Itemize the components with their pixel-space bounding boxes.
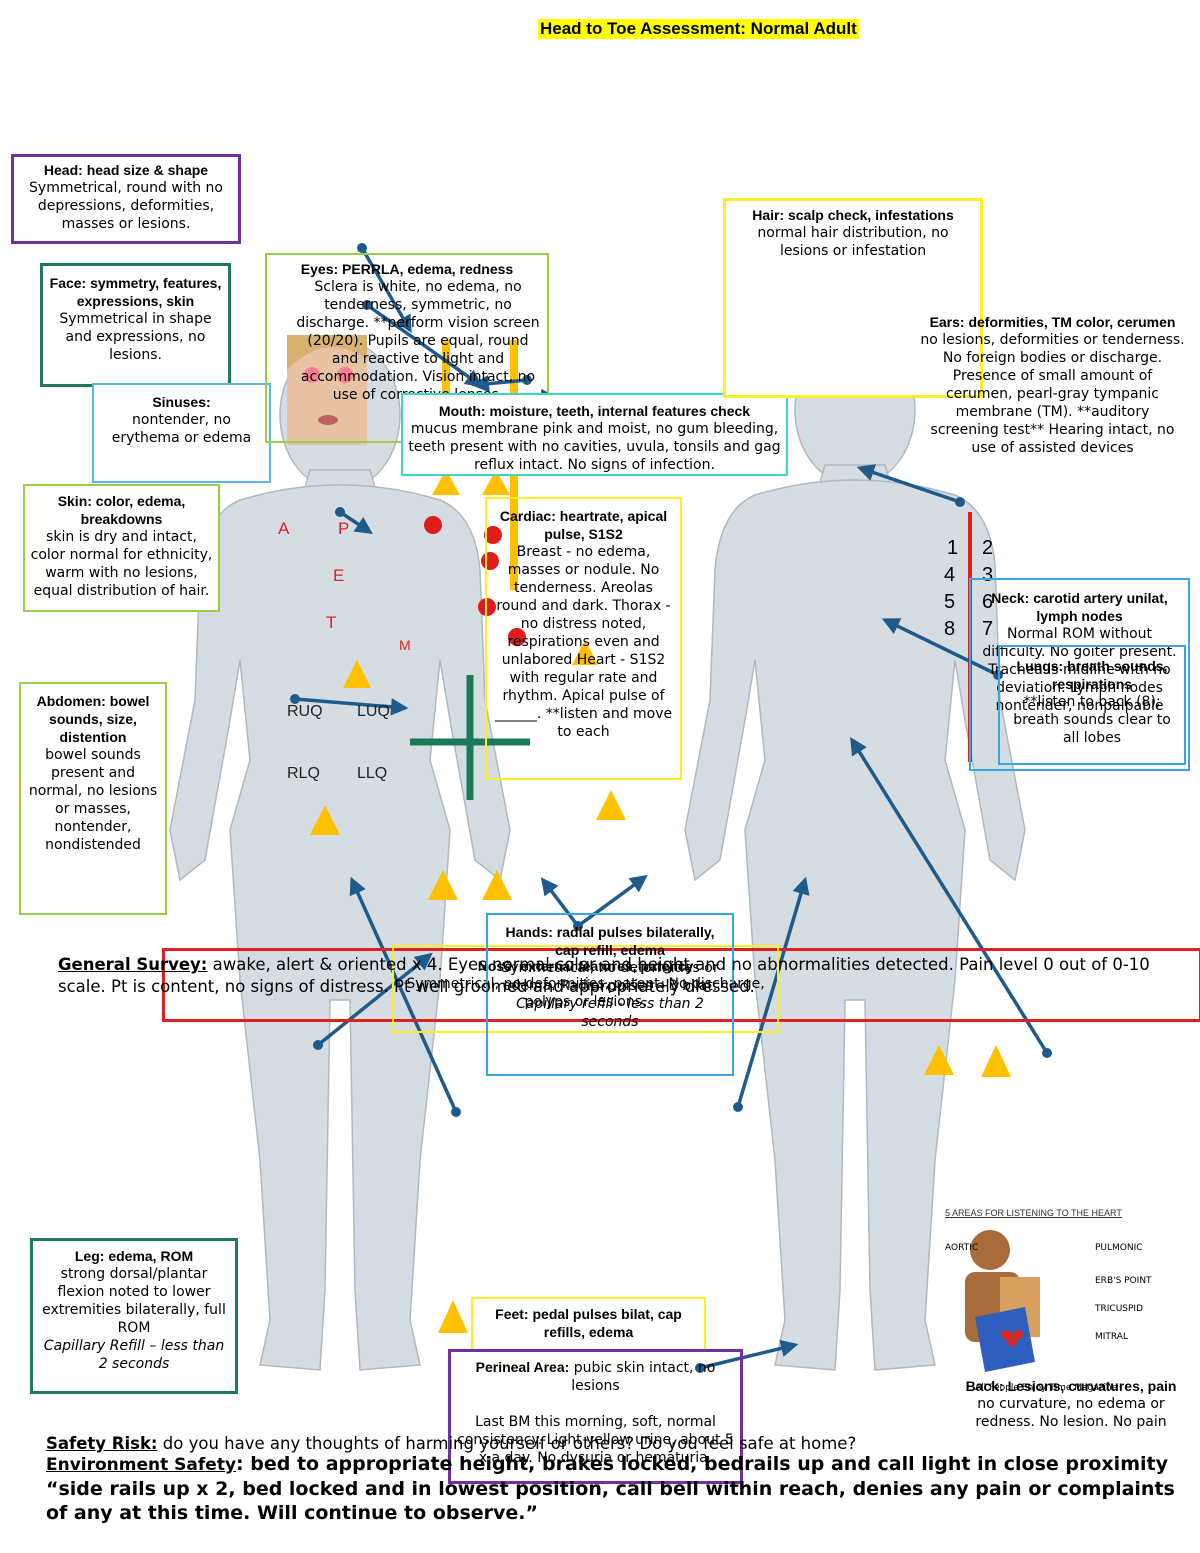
rlq-label: RLQ [287, 765, 320, 782]
luq-label: LUQ [357, 703, 390, 720]
sinuses-heading: Sinuses: [152, 394, 211, 410]
inset-label-mitral: MITRAL [1095, 1332, 1128, 1342]
face-heading: Face: symmetry, features, expressions, s… [49, 275, 222, 309]
abdomen-heading: Abdomen: bowel sounds, size, distention [36, 693, 150, 745]
ears-box: Ears: deformities, TM color, cerumen no … [915, 311, 1190, 497]
neck-box: Neck: carotid artery unilat, lymph nodes… [969, 578, 1190, 771]
hair-heading: Hair: scalp check, infestations [752, 207, 954, 223]
back-box: Back: Lesions, curvatures, pain no curva… [955, 1375, 1187, 1455]
head-heading: Head: head size & shape [43, 162, 209, 178]
mouth-text: mucus membrane pink and moist, no gum bl… [408, 421, 781, 473]
lung-number: 5 [944, 591, 956, 613]
abdomen-text: bowel sounds present and normal, no lesi… [28, 747, 158, 853]
nose-heading: Nose: external features, patency [477, 958, 694, 974]
face-text: Symmetrical in shape and expressions, no… [59, 311, 212, 363]
skin-text: skin is dry and intact, color normal for… [30, 529, 213, 599]
mouth-box: Mouth: moisture, teeth, internal feature… [401, 393, 788, 476]
leg-italic: Capillary Refill – less than 2 seconds [43, 1338, 225, 1372]
neck-text: Normal ROM without difficulty. No goiter… [982, 626, 1177, 714]
perineal-text: Last BM this morning, soft, normal consi… [457, 1414, 734, 1466]
nose-text: Symmetrical, no deformities, patent. No … [406, 976, 765, 1010]
inset-label-erbs: ERB'S POINT [1095, 1276, 1152, 1286]
heart-listening-inset: 5 AREAS FOR LISTENING TO THE HEART AORTI… [945, 1208, 1155, 1393]
inset-label-aortic: AORTIC [945, 1243, 979, 1253]
lung-number: 1 [947, 537, 959, 559]
safety-risk-line: Safety Risk: do you have any thoughts of… [46, 1434, 856, 1453]
pulmonic-letter: P [338, 519, 350, 538]
ruq-label: RUQ [287, 703, 323, 720]
abdomen-box: Abdomen: bowel sounds, size, distention … [19, 682, 167, 915]
general-survey-text1: awake, alert & oriented x 4. Eyes normal… [207, 955, 1150, 974]
cardiac-heading: Cardiac: heartrate, apical pulse, S1S2 [499, 508, 668, 542]
abdomen-cross [410, 675, 530, 800]
ears-heading: Ears: deformities, TM color, cerumen [929, 314, 1176, 330]
tricuspid-letter: T [326, 613, 337, 632]
inset-caption: All People Enjoy Time Magazine [975, 1383, 1118, 1393]
erbs-point-letter: E [333, 566, 345, 585]
hands-box: Hands: radial pulses bilaterally, cap re… [486, 913, 734, 1076]
leg-text: strong dorsal/plantar flexion noted to l… [42, 1266, 226, 1336]
perineal-box: Perineal Area: pubic skin intact, no les… [448, 1349, 743, 1484]
llq-label: LLQ [357, 765, 388, 782]
skin-box: Skin: color, edema, breakdowns skin is d… [23, 484, 220, 612]
ears-text: no lesions, deformities or tenderness. N… [920, 332, 1185, 456]
lung-number: 7 [982, 618, 994, 640]
cardiac-text: Breast - no edema, masses or nodule. No … [494, 544, 673, 740]
sinuses-box: Sinuses: nontender, no erythema or edema [92, 383, 271, 483]
hands-text: Symmetrical, no deformities or edema. Ra… [501, 960, 719, 994]
perineal-heading-rest: pubic skin intact, no lesions [569, 1360, 716, 1394]
lung-number: 4 [944, 564, 956, 586]
inset-figure [965, 1230, 1040, 1372]
lungs-box: Lungs: breath sounds, respirations **lis… [998, 645, 1186, 765]
safety-risk-label: Safety Risk: [46, 1434, 158, 1453]
lungs-text: **listen to back (8); breath sounds clea… [1013, 694, 1171, 746]
lung-number: 8 [944, 618, 956, 640]
general-survey-line1: General Survey: awake, alert & oriented … [58, 955, 1150, 974]
feet-heading: Feet: pedal pulses bilat, cap refills, e… [495, 1306, 682, 1340]
lung-number: 6 [982, 591, 994, 613]
environment-safety: Environment Safety: bed to appropriate h… [46, 1452, 1176, 1525]
safety-risk-text: do you have any thoughts of harming your… [157, 1434, 857, 1453]
perineal-heading: Perineal Area: [475, 1359, 570, 1375]
feet-box: Feet: pedal pulses bilat, cap refills, e… [471, 1297, 706, 1352]
cardiac-box: Cardiac: heartrate, apical pulse, S1S2 B… [485, 497, 682, 780]
hair-text: normal hair distribution, no lesions or … [757, 225, 949, 259]
lung-number: 2 [982, 537, 994, 559]
neck-heading: Neck: carotid artery unilat, lymph nodes [991, 590, 1168, 624]
face-photo [287, 335, 367, 445]
nose-box: Nose: external features, patency Symmetr… [392, 945, 779, 1033]
hair-box: Hair: scalp check, infestations normal h… [723, 198, 983, 398]
general-survey-line2: scale. Pt is content, no signs of distre… [58, 977, 755, 996]
face-box: Face: symmetry, features, expressions, s… [40, 263, 231, 387]
mitral-letter: M [399, 637, 411, 653]
leg-box: Leg: edema, ROM strong dorsal/plantar fl… [30, 1238, 238, 1394]
lungs-heading: Lungs: breath sounds, respirations [1016, 658, 1168, 692]
environment-safety-label: Environment Safety [46, 1455, 237, 1475]
inset-label-tricuspid: TRICUSPID [1095, 1304, 1144, 1314]
back-heading: Back: Lesions, curvatures, pain [965, 1378, 1177, 1394]
sinuses-text: nontender, no erythema or edema [111, 412, 252, 446]
pointer-arrows [294, 247, 1049, 1370]
environment-safety-text: : bed to appropriate height, brakes lock… [46, 1453, 1175, 1524]
eyes-heading: Eyes: PERRLA, edema, redness [300, 261, 514, 277]
head-text: Symmetrical, round with no depressions, … [29, 180, 223, 232]
hands-heading: Hands: radial pulses bilaterally, cap re… [505, 924, 715, 958]
inset-label-pulmonic: PULMONIC [1095, 1243, 1143, 1253]
eyes-text: Sclera is white, no edema, no tenderness… [296, 279, 540, 403]
leg-heading: Leg: edema, ROM [74, 1248, 194, 1264]
inset-title: 5 AREAS FOR LISTENING TO THE HEART [945, 1208, 1122, 1218]
back-text: no curvature, no edema or redness. No le… [975, 1396, 1167, 1430]
skin-heading: Skin: color, edema, breakdowns [57, 493, 186, 527]
page-title: Head to Toe Assessment: Normal Adult [538, 19, 859, 39]
hands-italic: Capillary refill - less than 2 seconds [516, 996, 704, 1030]
general-survey-label: General Survey: [58, 955, 208, 974]
lung-number: 3 [982, 564, 994, 586]
head-box: Head: head size & shape Symmetrical, rou… [11, 154, 241, 244]
aortic-letter: A [278, 519, 290, 538]
mouth-heading: Mouth: moisture, teeth, internal feature… [438, 403, 751, 419]
